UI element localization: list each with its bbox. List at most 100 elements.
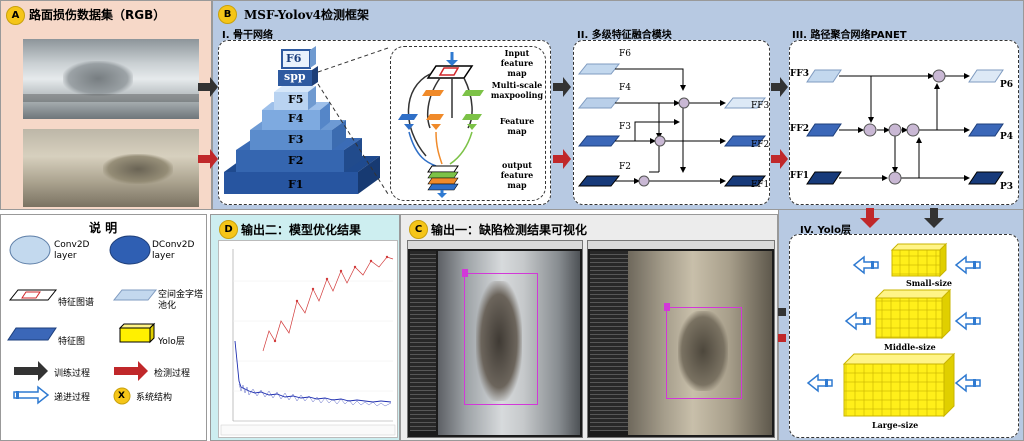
arrows-a-to-b [198,77,218,169]
fusion-title: II. 多级特征融合模块 [577,30,672,41]
fusion-label-ff2: FF2 [751,140,770,150]
detect-arrow-icon [198,149,218,169]
fusion-input-f6 [577,63,621,75]
yolo-label-large: Large-size [872,420,919,430]
panet-output-p6 [968,69,1004,83]
arrows-backbone-to-fusion [553,77,571,169]
panet-label-p6: P6 [1000,80,1014,90]
legend-spp-label: 空间金字塔池化 [158,290,204,311]
dataset-photo-2 [23,129,199,207]
legend-progress-label: 递进过程 [54,393,91,403]
panet-add-node [888,171,902,185]
legend-icons [7,235,158,405]
panet-label-ff1: FF1 [790,171,810,181]
yolo-small-cube-icon [890,242,948,278]
level-spp: spp [284,70,306,83]
level-f6: F6 [286,52,302,65]
arrows-fusion-to-panet [771,77,788,169]
level-f3: F3 [288,133,304,146]
badge-c: C [409,220,428,239]
detect-arrow-icon [860,208,880,228]
backbone-title: I. 骨干网络 [222,30,274,41]
maxpool-orange-icon [422,90,444,130]
legend-system-badge: X [118,391,125,401]
detect-arrow-icon [114,361,148,381]
fusion-input-f4 [577,97,621,109]
panet-title: III. 路径聚合网络PANET [792,30,907,41]
fusion-input-f2 [577,175,621,187]
level-f4: F4 [288,112,304,125]
train-arrow-icon [553,77,571,97]
fusion-label-f3: F3 [619,122,631,132]
dataset-photo-1 [23,39,199,119]
spp-detail-diagram [398,52,484,198]
panet-output-p4 [968,123,1004,137]
legend-dconv2d-label: DConv2D layer [152,240,195,261]
spp-label-output: output feature map [500,160,534,190]
detection-window-2 [587,240,775,438]
fusion-label-f4: F4 [619,83,631,93]
level-f2: F2 [288,154,304,167]
yolo-label-middle: Middle-size [884,342,936,352]
feature-spectrum-icon [8,289,58,301]
panel-a-title: 路面损伤数据集（RGB） [29,8,166,22]
panet-add-node [888,123,902,137]
level-f1: F1 [288,178,304,191]
fusion-label-ff3: FF3 [751,101,770,111]
progress-arrow-icon [13,385,50,405]
fusion-add-node [654,135,666,147]
window-titlebar [408,241,582,249]
legend-conv2d-label: Conv2D layer [54,240,90,261]
yolo-label-small: Small-size [906,278,952,288]
panel-b-title: MSF-Yolov4检测框架 [244,8,370,22]
feature-map-icon [7,327,57,341]
fusion-diagram [577,63,767,187]
spp-label-input: Input feature map [500,48,534,78]
panet-add-node [932,69,946,83]
badge-a: A [6,6,25,25]
bounding-box [666,307,742,399]
panet-add-node [906,123,920,137]
progress-arrow-icon [954,255,981,275]
fusion-add-node [678,97,690,109]
yolo-layer-icon [118,322,156,344]
panet-diagram [806,69,1004,185]
legend-detect-label: 检测过程 [154,369,191,379]
train-arrow-icon [924,208,944,228]
panet-output-p3 [968,171,1004,185]
spp-label-maxpool: Multi-scale maxpooling [490,80,544,100]
progress-arrow-icon [954,311,981,331]
fusion-output-ff2 [723,135,767,147]
spp-icon [112,289,158,301]
detection-window-1 [407,240,583,438]
panet-input-ff3 [806,69,842,83]
dconv2d-icon [109,235,151,265]
level-f5: F5 [288,93,304,106]
panel-d-title: 输出二：模型优化结果 [241,223,362,237]
panel-c-title: 输出一：缺陷检测结果可视化 [431,223,588,237]
fusion-label-f6: F6 [619,49,631,59]
train-arrow-icon [198,77,218,97]
legend-yolo-label: Yolo层 [158,337,185,347]
conv2d-icon [9,235,51,265]
output-feature-map-icon [427,165,459,191]
panet-input-ff2 [806,123,842,137]
panet-label-ff3: FF3 [790,69,810,79]
yolo-middle-cube-icon [874,288,952,340]
badge-d: D [219,220,238,239]
input-feature-map-icon [426,65,474,79]
progress-arrow-icon [954,373,981,393]
window-titlebar [588,241,774,249]
detection-image-2 [628,251,772,435]
legend-feature-map-label: 特征图 [58,337,86,347]
train-arrow-icon [771,77,788,97]
training-plot [218,240,398,438]
system-structure-icon [113,387,131,405]
console-text-area [410,251,436,431]
legend-title: 说 明 [89,221,118,235]
fusion-label-ff1: FF1 [751,180,770,190]
progress-arrow-icon [806,373,833,393]
console-text-area [590,251,628,431]
backbone-pyramid [224,46,389,195]
panet-input-ff1 [806,171,842,185]
